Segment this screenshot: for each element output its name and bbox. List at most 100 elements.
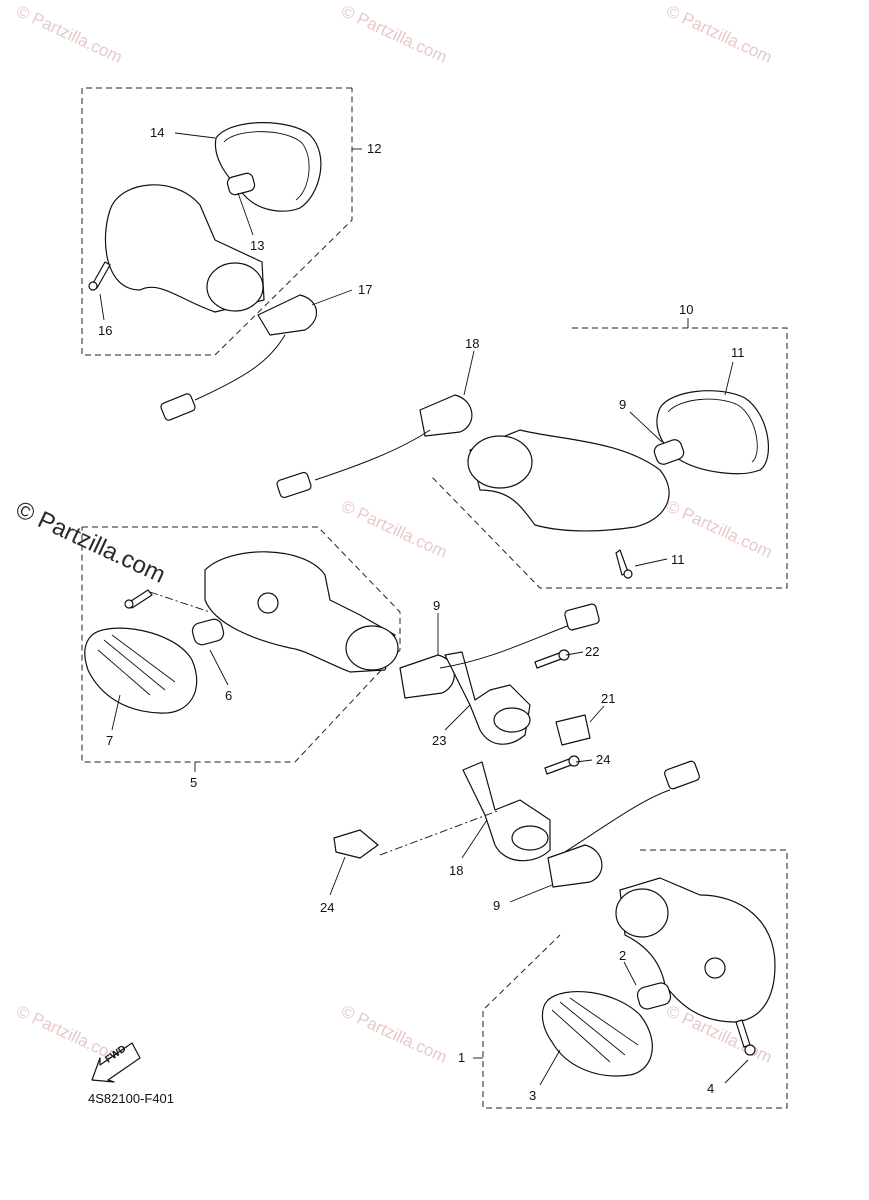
bulb-15	[226, 172, 256, 196]
callout-11: 9	[619, 397, 626, 412]
callout-7: 7	[106, 733, 113, 748]
wire-5	[439, 624, 571, 669]
lens-12-inner	[667, 398, 758, 463]
callout-16: 14	[150, 125, 164, 140]
leader-19	[461, 819, 488, 859]
leader-22	[444, 704, 471, 731]
bracket-assembly-upper: 9 22 21 23	[399, 598, 615, 748]
callout-9a: 9	[433, 598, 440, 613]
callout-3: 3	[529, 1088, 536, 1103]
callout-18a: 17	[358, 282, 372, 297]
lens-16-inner	[223, 131, 310, 201]
watermark: © Partzilla.com	[338, 1001, 450, 1067]
leader-3	[539, 1049, 561, 1086]
lens-3-grid	[551, 997, 639, 1063]
group-box-1	[482, 849, 788, 1109]
leader-9b	[509, 884, 553, 903]
housing-10-socket	[467, 435, 533, 489]
housing-1-socket	[704, 957, 726, 979]
callout-2: 2	[619, 948, 626, 963]
grommet-9a	[399, 654, 455, 699]
bracket-22-hole	[493, 707, 531, 733]
bulb-11	[653, 439, 685, 465]
housing-5-stalk	[345, 625, 399, 671]
bulb-2	[636, 982, 672, 1010]
callout-21: 22	[585, 644, 599, 659]
callout-20: 21	[601, 691, 615, 706]
callout-10: 10	[679, 302, 693, 317]
damper-23-axis	[379, 809, 501, 856]
callout-5: 5	[190, 775, 197, 790]
connector-1	[664, 760, 700, 790]
callout-6: 6	[225, 688, 232, 703]
group-box-10	[429, 327, 788, 589]
callout-9b: 9	[493, 898, 500, 913]
leader-21	[565, 651, 584, 656]
bracket-assembly-lower: 24 18 24 9	[320, 752, 700, 915]
bulb-6	[191, 618, 225, 646]
leader-7	[111, 694, 121, 731]
screw-13	[615, 549, 629, 576]
watermark: © Partzilla.com	[338, 1, 450, 67]
lens-3	[541, 990, 653, 1077]
callout-24: 24	[596, 752, 610, 767]
grommet-18	[257, 294, 317, 336]
watermark: © Partzilla.com	[663, 1, 775, 67]
screw-13-head	[623, 569, 633, 579]
callout-22: 23	[432, 733, 446, 748]
assembly-10: 10 11 9 18 11	[276, 302, 788, 589]
callout-1: 1	[458, 1050, 465, 1065]
callout-18b: 18	[465, 336, 479, 351]
damper-23	[333, 829, 379, 859]
housing-14-socket	[206, 262, 264, 312]
screw-4	[735, 1019, 751, 1048]
leader-16	[174, 132, 216, 139]
callout-17: 16	[98, 323, 112, 338]
leader-4	[724, 1059, 749, 1084]
wire-1	[559, 789, 671, 856]
leader-20	[589, 705, 605, 723]
fwd-arrow-icon	[91, 1042, 141, 1083]
connector-5	[564, 603, 600, 631]
leader-18a	[311, 289, 353, 306]
connector-14	[160, 393, 196, 421]
screw-17-head	[88, 281, 98, 291]
connector-10	[276, 471, 312, 499]
leader-2	[623, 961, 637, 986]
damper-20	[555, 714, 591, 746]
watermark: © Partzilla.com	[338, 496, 450, 562]
callout-4: 4	[707, 1081, 714, 1096]
leader-13	[634, 558, 668, 567]
lens-16	[214, 122, 322, 212]
leader-17	[99, 293, 105, 321]
leader-6	[209, 649, 229, 686]
callout-14: 12	[367, 141, 381, 156]
watermark-dark: © Partzilla.com	[11, 496, 169, 589]
housing-5-socket	[257, 592, 279, 614]
group-box-5	[81, 526, 401, 763]
bracket-19-hole	[511, 825, 549, 851]
leader-23	[329, 856, 346, 896]
grommet-18b	[419, 394, 473, 437]
grommet-9b	[547, 844, 603, 888]
leader-18b	[463, 350, 475, 396]
housing-1-stalk	[615, 888, 669, 938]
group-box-14	[81, 87, 353, 356]
wire-14	[194, 334, 286, 401]
callout-15: 13	[250, 238, 264, 253]
leader-11	[629, 411, 663, 443]
assembly-1: 1 2 3 4	[458, 849, 788, 1109]
callout-23: 24	[320, 900, 334, 915]
assembly-5: 5 6 7	[81, 526, 401, 790]
lens-7-grid	[97, 634, 176, 696]
watermark: © Partzilla.com	[13, 1, 125, 67]
leader-24	[575, 759, 593, 763]
leader-15	[237, 192, 254, 236]
screw-5-head	[124, 599, 134, 609]
assembly-14: 14 13 12 16 17	[81, 87, 381, 421]
leader-12	[724, 361, 734, 396]
callout-13: 11	[671, 552, 685, 567]
wire-10	[314, 429, 431, 481]
bolt-21-head	[558, 649, 570, 661]
